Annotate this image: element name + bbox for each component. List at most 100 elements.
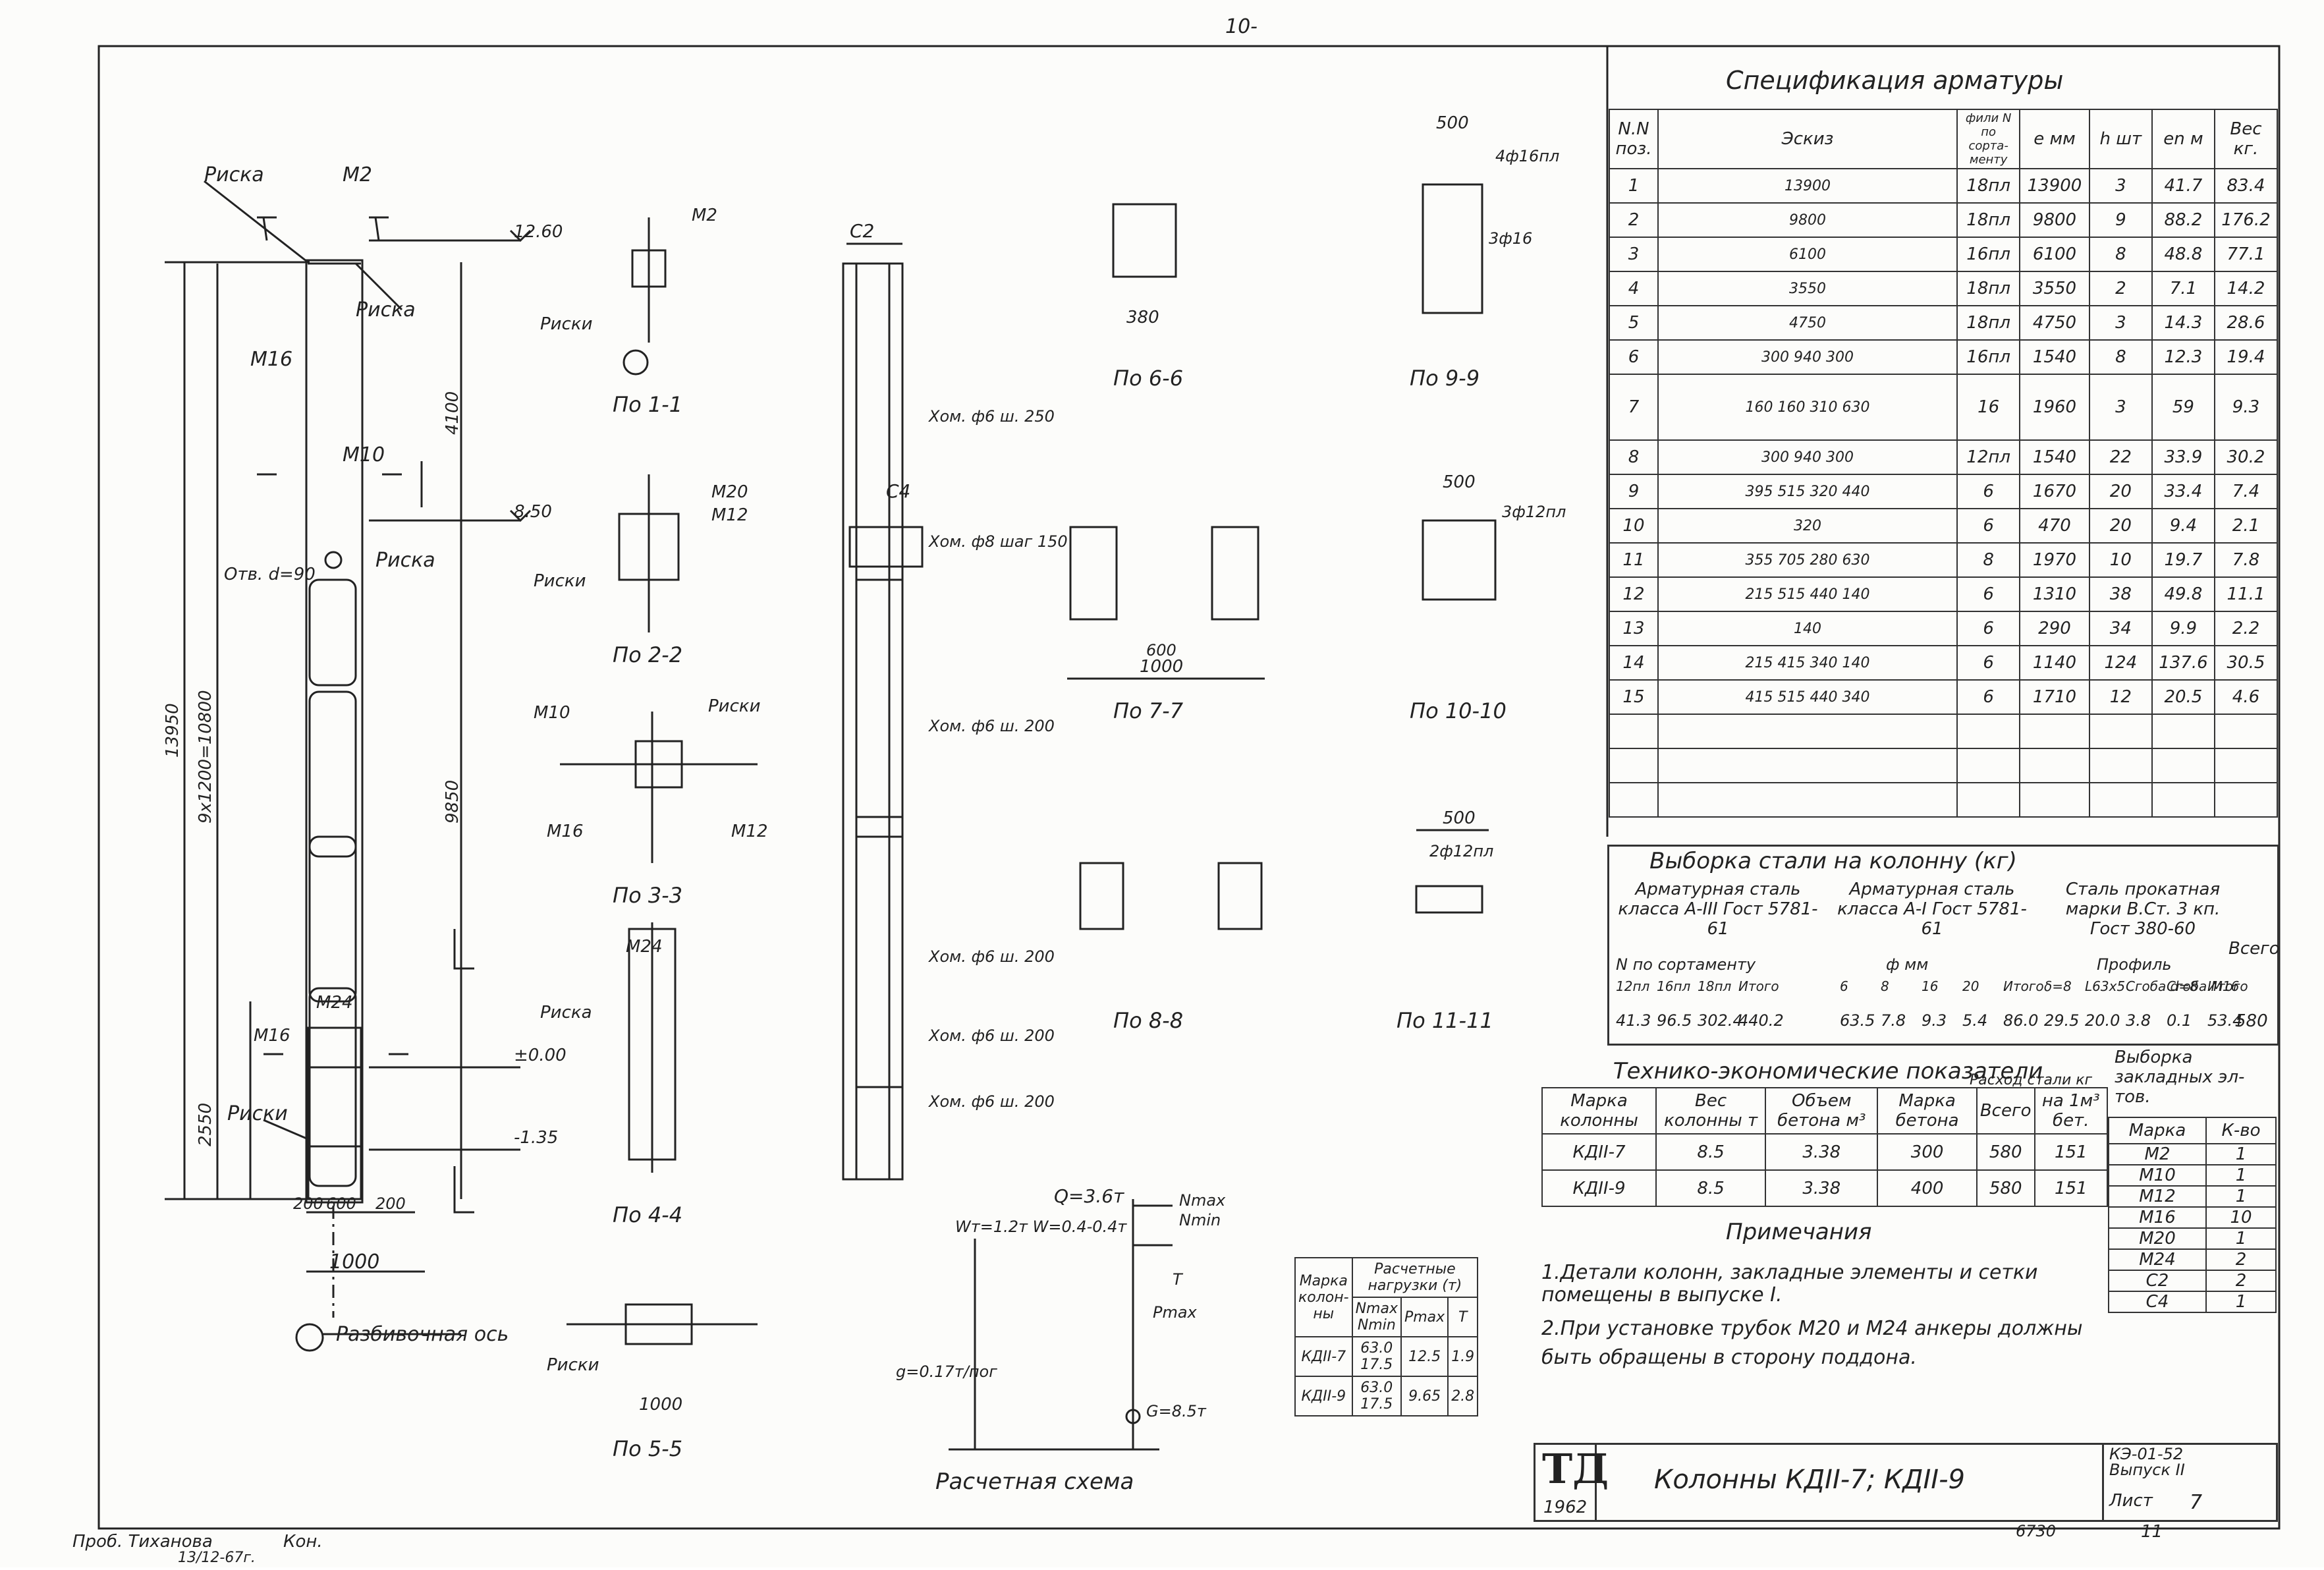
spec-cell-weight: 77.1 — [2213, 237, 2279, 272]
loads-pmax: 12.5 — [1400, 1336, 1449, 1377]
steel-value: 41.3 — [1616, 1011, 1651, 1030]
spec-h-sketch: Эскиз — [1657, 109, 1958, 169]
steel-sub-1: N по сортаменту — [1616, 955, 1756, 974]
spec-cell-pos: 2 — [1609, 202, 1659, 238]
spec-empty-row — [1609, 782, 2279, 818]
spec-cell-total: 59 — [2151, 374, 2215, 441]
label-riska-top: Риска — [204, 163, 264, 186]
spec-cell-pos: 14 — [1609, 645, 1659, 681]
label-axis: Разбивочная ось — [336, 1323, 509, 1346]
spec-empty-cell — [2151, 748, 2215, 783]
embed-cell: С2 — [2107, 1270, 2207, 1292]
dim-13950: 13950 — [163, 703, 182, 758]
spec-empty-cell — [2088, 748, 2153, 783]
spec-cell-dia: 6 — [1956, 576, 2021, 612]
steel-title: Выборка стали на колонну (кг) — [1649, 848, 2017, 874]
loads-h-title: Расчетные нагрузки (т) — [1351, 1257, 1479, 1298]
spec-cell-weight: 7.8 — [2213, 542, 2279, 578]
spec-empty-cell — [1609, 782, 1659, 818]
spec-cell-dia: 18пл — [1956, 202, 2021, 238]
dim-10800: 9х1200=10800 — [196, 690, 215, 824]
spec-cell-sketch: 140 — [1657, 611, 1958, 646]
level-850: 8.50 — [514, 502, 552, 522]
tep-header-row: Марка колонны Вес колонны т Объем бетона… — [1541, 1087, 2109, 1135]
tep-cell: 3.38 — [1765, 1169, 1879, 1207]
g-label: g=0.17т/пог — [896, 1362, 997, 1381]
spec-empty-cell — [1609, 748, 1659, 783]
spec-cell-dia: 6 — [1956, 645, 2021, 681]
label-m12-s2: М12 — [711, 505, 748, 525]
label-m24-s4: М24 — [626, 937, 663, 957]
steel-value: 9.3 — [1922, 1011, 1947, 1030]
section-1-1-label: По 1-1 — [613, 392, 682, 417]
steel-itogo-head: Итого — [1738, 978, 1779, 994]
spec-empty-cell — [2151, 714, 2215, 749]
tep-table: Марка колонны Вес колонны т Объем бетона… — [1541, 1087, 2109, 1207]
loads-nmax: 63.0 — [1360, 1340, 1393, 1357]
spec-cell-pos: 4 — [1609, 271, 1659, 306]
steel-subtotal: 86.0 — [2003, 1011, 2039, 1030]
spec-cell-n: 8 — [2088, 237, 2153, 272]
spec-cell-total: 7.1 — [2151, 271, 2215, 306]
steel-value: 96.5 — [1657, 1011, 1692, 1030]
spec-cell-weight: 7.4 — [2213, 474, 2279, 509]
embed-header-row: Марка К-во — [2107, 1117, 2277, 1144]
label-riski-s2: Риски — [534, 571, 586, 591]
steel-col-head: 20 — [1962, 978, 1979, 994]
dim-380-s6: 380 — [1126, 308, 1159, 327]
spec-cell-n: 38 — [2088, 576, 2153, 612]
sheet-border — [97, 45, 2281, 1530]
dim-600-elev: 600 — [326, 1194, 356, 1213]
spec-h-n: h шт — [2088, 109, 2153, 169]
embed-cell: 1 — [2205, 1143, 2277, 1165]
tep-h-mark: Марка колонны — [1541, 1087, 1657, 1135]
spec-cell-sketch: 215 515 440 140 — [1657, 576, 1958, 612]
dim-200-right: 200 — [375, 1194, 406, 1213]
steel-col-head: 16пл — [1657, 978, 1691, 994]
steel-sub-2: ф мм — [1886, 955, 1929, 974]
level-135: -1.35 — [514, 1128, 558, 1148]
tep-title: Технико-экономические показатели — [1613, 1058, 2043, 1084]
label-riska-mid: Риска — [375, 549, 435, 572]
embed-cell: М20 — [2107, 1227, 2207, 1250]
steel-sub-3: Профиль — [2097, 955, 2172, 974]
steel-group-rolled: Сталь прокатная марки В.Ст. 3 кп. Гост 3… — [2065, 880, 2221, 939]
spec-cell-pos: 13 — [1609, 611, 1659, 646]
tep-h-steel-all: Всего — [1976, 1087, 2035, 1135]
spec-cell-sketch: 395 515 320 440 — [1657, 474, 1958, 509]
spec-empty-cell — [1956, 714, 2021, 749]
spec-cell-len: 1710 — [2019, 679, 2090, 715]
page-number: 11 — [2141, 1522, 2163, 1542]
bar-2f12: 2ф12пл — [1429, 842, 1493, 860]
spec-cell-dia: 18пл — [1956, 168, 2021, 204]
spec-cell-sketch: 415 515 440 340 — [1657, 679, 1958, 715]
dim-2550: 2550 — [196, 1103, 215, 1146]
steel-total: 580 — [2235, 1011, 2268, 1031]
embed-cell: С4 — [2107, 1291, 2207, 1313]
spec-cell-sketch: 215 415 340 140 — [1657, 645, 1958, 681]
spec-empty-cell — [2151, 782, 2215, 818]
spec-cell-sketch: 355 705 280 630 — [1657, 542, 1958, 578]
label-m16-low: М16 — [254, 1026, 290, 1046]
signature-kon: Кон. — [283, 1532, 323, 1552]
embed-title: Выборка закладных эл-тов. — [2115, 1048, 2245, 1107]
spec-cell-dia: 8 — [1956, 542, 2021, 578]
spec-h-pos: N.N поз. — [1609, 109, 1659, 169]
spec-cell-len: 9800 — [2019, 202, 2090, 238]
steel-col-head: Сгоба d=8 — [2126, 978, 2198, 994]
spec-cell-total: 19.7 — [2151, 542, 2215, 578]
spec-cell-n: 9 — [2088, 202, 2153, 238]
spec-cell-total: 12.3 — [2151, 339, 2215, 375]
clamp-label-2: Хом. ф8 шаг 150 — [927, 532, 1068, 551]
spec-cell-n: 3 — [2088, 305, 2153, 341]
tep-h-grade: Марка бетона — [1877, 1087, 1978, 1135]
bar-4f16: 4ф16пл — [1495, 147, 1559, 165]
